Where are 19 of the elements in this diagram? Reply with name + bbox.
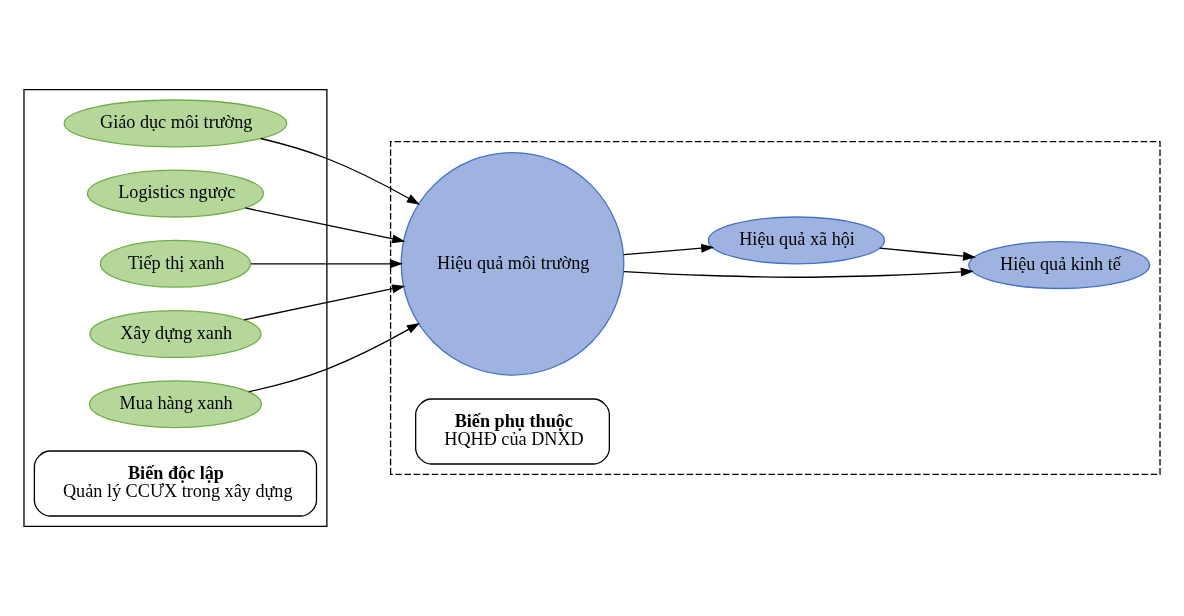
node-ellipse: Xây dựng xanh	[89, 309, 262, 359]
node-ellipse: Giáo dục môi trường	[63, 99, 288, 148]
arrow	[244, 207, 406, 244]
node-ellipse: Hiệu quả xã hội	[707, 216, 886, 265]
arrow	[248, 322, 420, 393]
arrow	[623, 267, 974, 278]
cluster	[23, 88, 328, 528]
arrow	[879, 247, 977, 261]
node-ellipse: Hiệu quả kinh tế	[968, 241, 1151, 290]
arrow	[260, 137, 420, 205]
node-ellipse: Mua hàng xanh	[88, 380, 262, 429]
arrow	[250, 259, 403, 269]
arrow	[623, 243, 715, 256]
node-ellipse: Logistics ngược	[86, 169, 265, 218]
node-box: Biến độc lập Quản lý CCƯX trong xây dựng	[33, 450, 318, 517]
node-circle: Hiệu quả môi trường	[400, 151, 625, 376]
arrow	[243, 284, 406, 321]
node-ellipse: Tiếp thị xanh	[99, 239, 252, 288]
node-box: Biến phụ thuộc HQHĐ của DNXD	[415, 398, 610, 465]
